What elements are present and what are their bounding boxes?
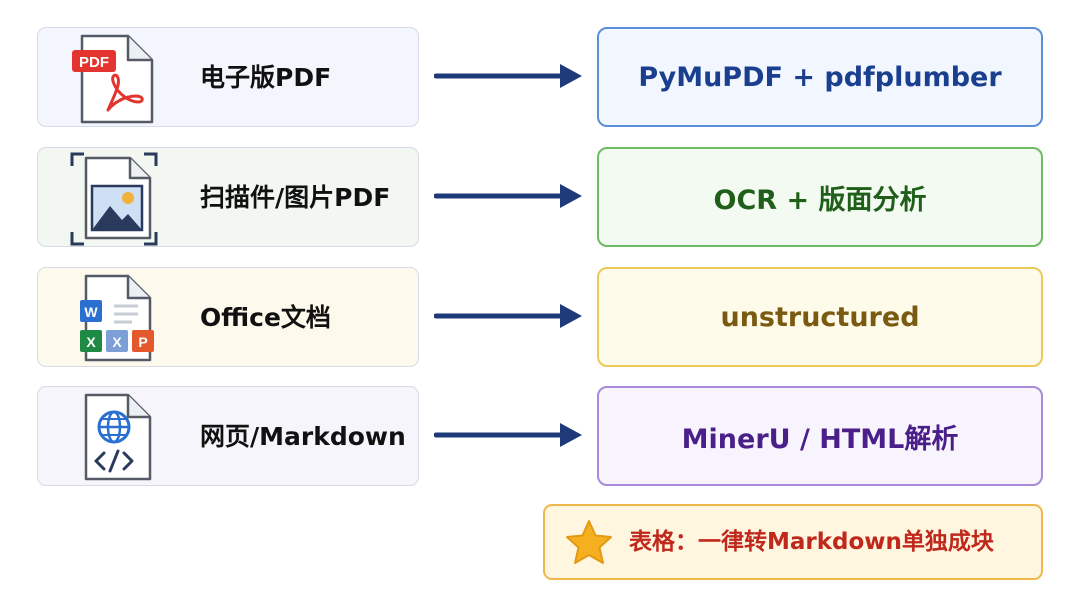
source-card-office: W X X P Office文档 [37,267,419,367]
arrow-icon [434,423,582,447]
arrow-icon [434,64,582,88]
source-label-web: 网页/Markdown [200,422,406,451]
target-card-mineru: MinerU / HTML解析 [597,386,1043,486]
source-label-scanned: 扫描件/图片PDF [200,183,391,212]
star-icon [566,520,612,564]
flow-row-scanned: 扫描件/图片PDF OCR + 版面分析 [0,147,1080,251]
source-card-scanned: 扫描件/图片PDF [37,147,419,247]
x-letter: X [112,334,122,350]
excel-letter: X [86,334,96,350]
office-file-icon: W X X P [80,274,154,362]
target-card-unstructured: unstructured [597,267,1043,367]
source-label-office: Office文档 [200,303,331,332]
word-letter: W [84,304,98,320]
powerpoint-letter: P [138,334,147,350]
arrow-icon [434,304,582,328]
target-card-pymupdf: PyMuPDF + pdfplumber [597,27,1043,127]
flow-row-web: 网页/Markdown MinerU / HTML解析 [0,386,1080,490]
scanned-image-icon [70,152,158,246]
source-label-pdf: 电子版PDF [200,63,332,92]
arrow-icon [434,184,582,208]
table-note-text: 表格：一律转Markdown单独成块 [629,529,994,555]
source-card-pdf: PDF 电子版PDF [37,27,419,127]
webpage-file-icon [84,393,152,481]
source-card-web: 网页/Markdown [37,386,419,486]
flow-row-pdf: PDF 电子版PDF PyMuPDF + pdfplumber [0,27,1080,131]
table-note-box: 表格：一律转Markdown单独成块 [543,504,1043,580]
flow-row-office: W X X P Office文档 unstructured [0,267,1080,371]
pdf-badge-text: PDF [79,54,109,71]
pdf-file-icon: PDF [72,34,154,124]
target-card-ocr: OCR + 版面分析 [597,147,1043,247]
